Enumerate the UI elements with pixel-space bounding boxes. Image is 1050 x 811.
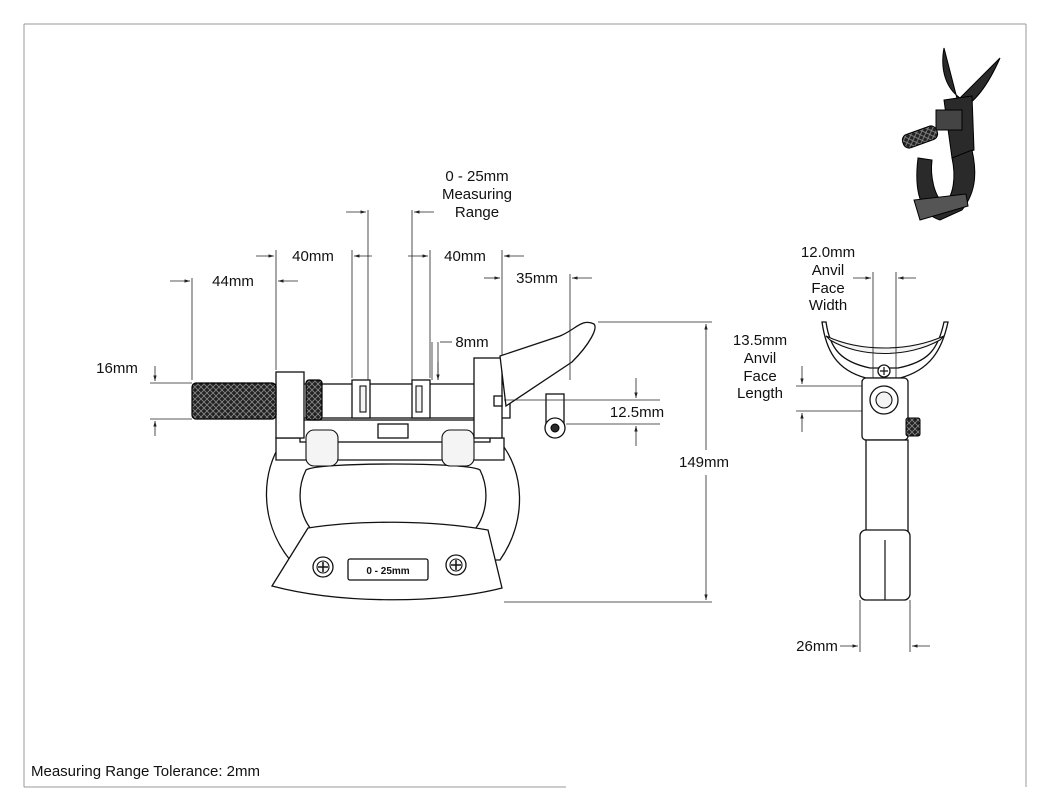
dim-8mm: 8mm (455, 334, 488, 351)
anvil-width-4: Width (809, 297, 847, 314)
side-cradle (821, 321, 949, 379)
front-dimensions: 0 - 25mm Measuring Range 44mm 40mm 40mm … (96, 168, 729, 603)
left-housing (275, 371, 305, 439)
anvil-width-1: 12.0mm (801, 244, 855, 261)
dim-44mm: 44mm (212, 273, 254, 290)
dim-149mm: 149mm (679, 454, 729, 471)
anvil-length-4: Length (737, 385, 783, 402)
center-block (377, 423, 409, 439)
dim-40mm-right: 40mm (444, 248, 486, 265)
knurled-thimble (191, 382, 277, 420)
range-line-3: Range (455, 204, 499, 221)
lever-arm (499, 321, 596, 408)
front-view: 0 - 25mm (191, 321, 596, 601)
screw-right-icon (445, 554, 467, 576)
anvil-width-3: Face (811, 280, 844, 297)
range-line-1: 0 - 25mm (445, 168, 508, 185)
anvil-length-2: Anvil (744, 350, 777, 367)
anvil-width-2: Anvil (812, 262, 845, 279)
anvil-length-3: Face (743, 368, 776, 385)
tolerance-note: Measuring Range Tolerance: 2mm (31, 763, 261, 780)
lock-ring (305, 379, 323, 421)
nameplate-label: 0 - 25mm (366, 566, 409, 577)
jaw-left-face (359, 385, 367, 413)
side-shaft (865, 439, 909, 541)
frame-pocket-right (441, 429, 475, 467)
dim-40mm-left: 40mm (292, 248, 334, 265)
dim-35mm: 35mm (516, 270, 558, 287)
dim-26mm: 26mm (796, 638, 838, 655)
frame-handle-opening (299, 463, 487, 537)
dim-12-5mm: 12.5mm (610, 404, 664, 421)
screw-left-icon (312, 556, 334, 578)
anvil-length-1: 13.5mm (733, 332, 787, 349)
drawing-frame (23, 23, 1027, 788)
range-line-2: Measuring (442, 186, 512, 203)
side-lock-knob (905, 417, 921, 437)
nameplate-label-box (347, 558, 429, 581)
lever-pin (493, 395, 503, 407)
isometric-view (901, 47, 1001, 221)
frame-pocket-left (305, 429, 339, 467)
dim-16mm: 16mm (96, 360, 138, 377)
side-view (821, 321, 949, 601)
jaw-right-face (415, 385, 423, 413)
side-dimensions: 12.0mm Anvil Face Width 13.5mm Anvil Fac… (733, 244, 930, 655)
